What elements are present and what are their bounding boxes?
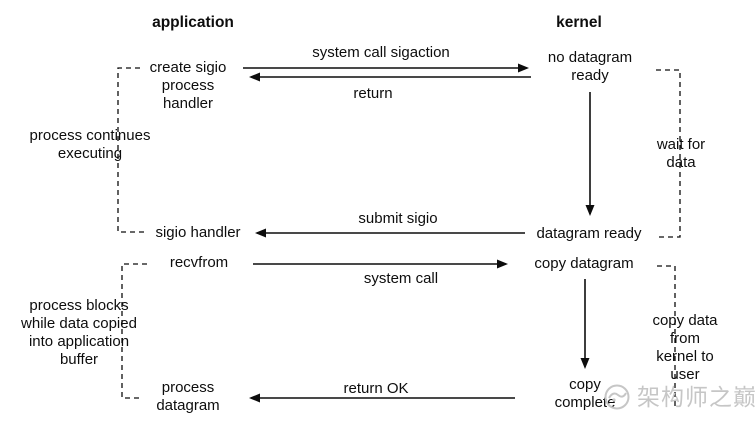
label-return-ok: return OK xyxy=(343,380,409,397)
bracket-process-blocks xyxy=(121,263,147,399)
node-process-datagram: process datagram xyxy=(156,379,220,414)
node-datagram-ready: datagram ready xyxy=(536,225,642,242)
watermark-text: 架构师之巅 xyxy=(637,384,756,410)
node-sigio-handler: sigio handler xyxy=(155,224,241,241)
node-copy-complete: copy complete xyxy=(554,376,616,411)
node-no-datagram-ready: no datagram ready xyxy=(547,49,633,84)
bracket-copy-kernel-to-user xyxy=(657,265,676,407)
node-create-sigio-handler: create sigio process handler xyxy=(149,59,227,112)
watermark: 架构师之巅 xyxy=(603,383,756,411)
annotation-copy-kernel-to-user: copy data from kernel to user xyxy=(652,312,718,383)
annotation-process-continues: process continues executing xyxy=(29,127,151,162)
bracket-process-continues xyxy=(117,67,147,233)
label-submit-sigio: submit sigio xyxy=(358,210,438,227)
watermark-logo-icon xyxy=(604,384,630,410)
node-recvfrom: recvfrom xyxy=(169,254,229,271)
annotation-process-blocks: process blocks while data copied into ap… xyxy=(21,297,137,368)
label-system-call: system call xyxy=(363,270,439,287)
label-system-call-sigaction: system call sigaction xyxy=(312,44,450,61)
bracket-wait-for-data xyxy=(656,69,681,238)
annotation-wait-for-data: wait for data xyxy=(656,136,706,171)
node-copy-datagram: copy datagram xyxy=(534,255,634,272)
column-header-application: application xyxy=(152,14,234,31)
column-header-kernel: kernel xyxy=(556,14,602,31)
label-return: return xyxy=(353,85,393,102)
